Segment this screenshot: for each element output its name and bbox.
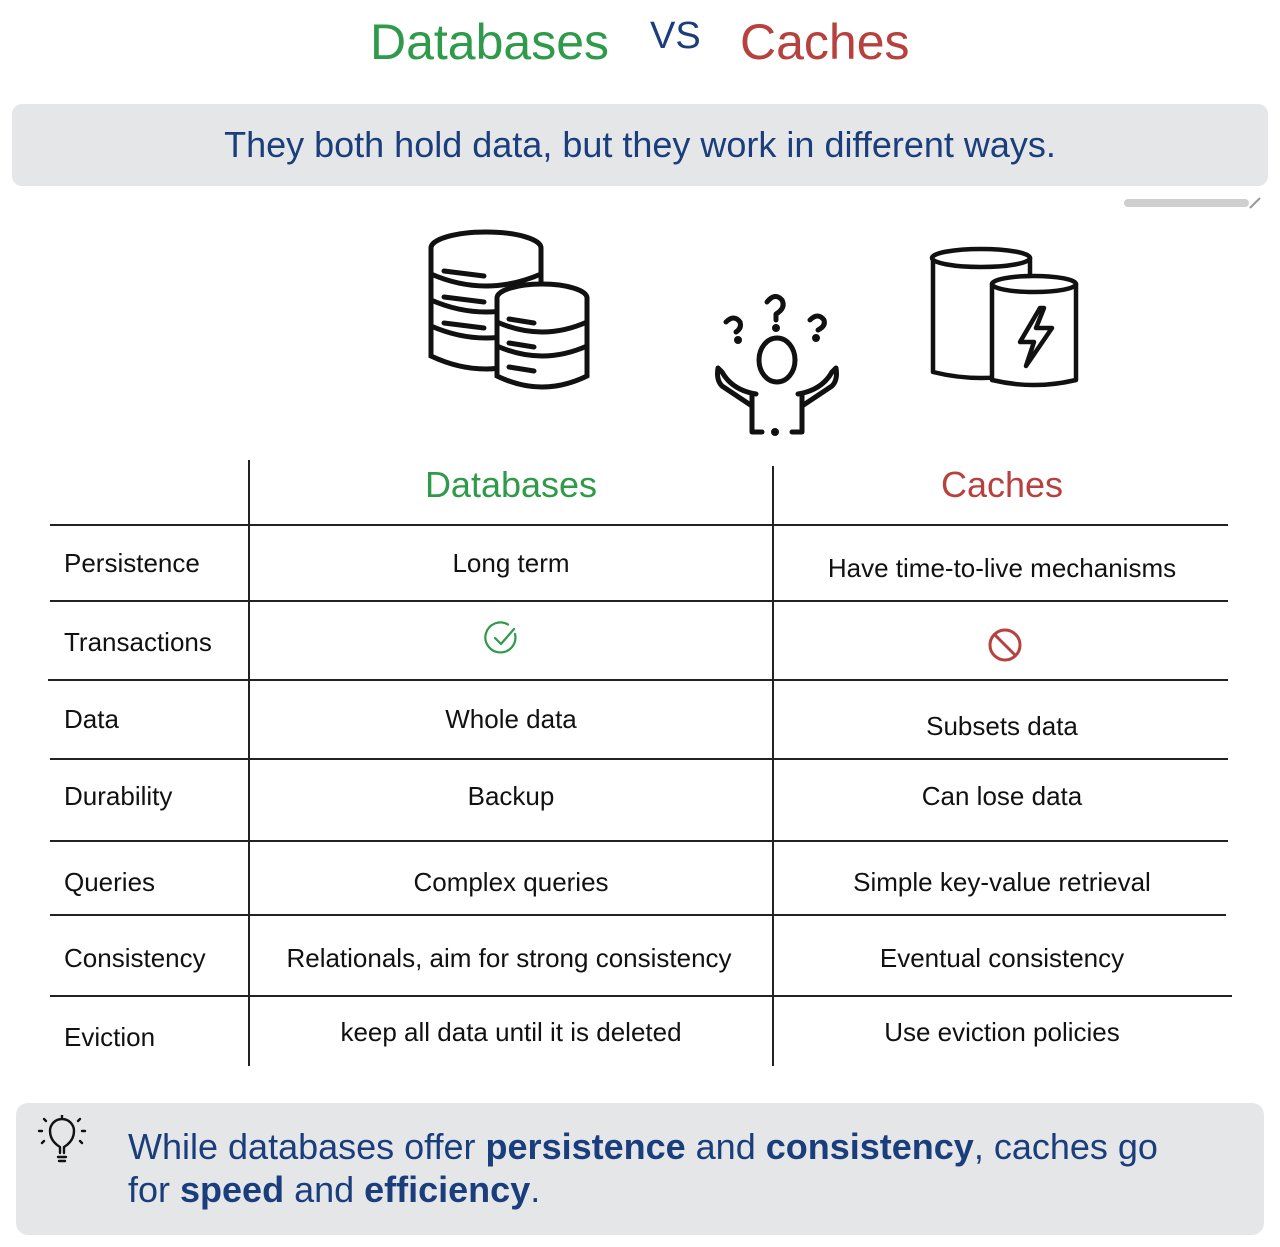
table-vline-1 <box>248 460 250 1066</box>
cache-lightning-icon <box>929 246 1079 388</box>
subtitle-text: They both hold data, but they work in di… <box>224 124 1056 165</box>
row-label-data: Data <box>64 704 119 734</box>
row-label-eviction: Eviction <box>64 1022 156 1052</box>
title-vs: VS <box>650 15 701 57</box>
summary-keyword-efficiency: efficiency <box>364 1169 531 1210</box>
lightbulb-icon <box>37 1115 87 1163</box>
queries-caches: Simple key-value retrieval <box>853 867 1151 897</box>
confused-person-icon <box>715 294 839 436</box>
persistence-caches: Have time-to-live mechanisms <box>827 553 1177 583</box>
summary-panel: While databases offer persistence and co… <box>16 1103 1264 1235</box>
eviction-databases: keep all data until it is deleted <box>340 1017 682 1047</box>
summary-part: , caches go for <box>128 1126 1158 1210</box>
table-hline-header <box>50 524 1228 526</box>
summary-part: . <box>530 1169 541 1210</box>
consistency-databases: Relationals, aim for strong consistency <box>286 943 732 973</box>
summary-part: and <box>685 1126 766 1167</box>
title-databases: Databases <box>370 14 610 70</box>
persistence-databases: Long term <box>452 548 570 578</box>
summary-keyword-consistency: consistency <box>765 1126 974 1167</box>
table-hline-1 <box>50 600 1228 602</box>
eviction-caches: Use eviction policies <box>884 1017 1120 1047</box>
summary-keyword-speed: speed <box>180 1169 285 1210</box>
table-hline-6 <box>50 995 1232 997</box>
data-caches: Subsets data <box>926 711 1078 741</box>
row-label-transactions: Transactions <box>64 627 212 657</box>
durability-databases: Backup <box>467 781 555 811</box>
subtitle-banner: They both hold data, but they work in di… <box>12 104 1268 186</box>
summary-text: While databases offer persistence and co… <box>128 1125 1208 1211</box>
watermark-mark <box>1124 197 1261 209</box>
row-label-consistency: Consistency <box>64 943 206 973</box>
data-databases: Whole data <box>445 704 577 734</box>
durability-caches: Can lose data <box>921 781 1083 811</box>
row-label-queries: Queries <box>64 867 156 897</box>
queries-databases: Complex queries <box>413 867 609 897</box>
summary-keyword-persistence: persistence <box>485 1126 686 1167</box>
table-hline-2 <box>48 679 1228 681</box>
table-header-databases: Databases <box>424 464 598 505</box>
title-caches: Caches <box>740 14 910 70</box>
page-title: Databases VS Caches <box>0 12 1280 72</box>
prohibited-icon <box>988 628 1022 662</box>
summary-part: and <box>284 1169 365 1210</box>
table-hline-4 <box>50 840 1228 842</box>
table-hline-5 <box>50 914 1226 916</box>
table-hline-3 <box>50 758 1228 760</box>
row-label-persistence: Persistence <box>64 548 200 578</box>
table-vline-2 <box>772 466 774 1066</box>
database-stack-icon <box>428 229 590 390</box>
check-circle-icon <box>484 621 517 654</box>
consistency-caches: Eventual consistency <box>879 943 1125 973</box>
row-label-durability: Durability <box>64 781 173 811</box>
summary-part: While databases offer <box>128 1126 486 1167</box>
table-header-caches: Caches <box>940 464 1064 505</box>
